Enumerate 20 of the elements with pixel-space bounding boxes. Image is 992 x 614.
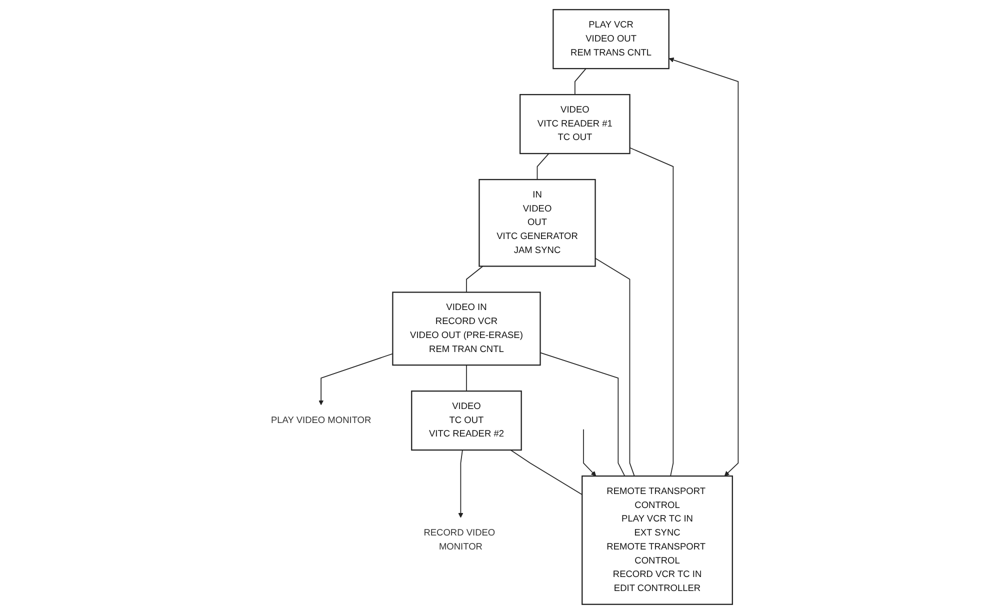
- node-box: PLAY VCR VIDEO OUT REM TRANS CNTL: [552, 9, 670, 70]
- connector: [510, 450, 583, 496]
- arrow: [458, 450, 464, 518]
- arrow: [318, 353, 394, 406]
- connector: [540, 352, 626, 476]
- connector: [629, 147, 674, 476]
- node-box: IN VIDEO OUT VITC GENERATOR JAM SYNC: [478, 178, 596, 267]
- connector: [466, 364, 467, 392]
- node-text: RECORD VIDEO MONITOR: [424, 528, 496, 552]
- node-text: PLAY VIDEO MONITOR: [271, 415, 372, 426]
- connector: [466, 266, 484, 293]
- connector: [594, 258, 635, 476]
- connector: [536, 153, 550, 180]
- node-box: VIDEO VITC READER #1 TC OUT: [520, 94, 630, 154]
- node-box: VIDEO TC OUT VITC READER #2: [411, 390, 522, 451]
- arrow: [668, 58, 739, 476]
- arrow: [583, 428, 596, 476]
- connector: [574, 68, 587, 96]
- node-box: REMOTE TRANSPORT CONTROL PLAY VCR TC IN EXT SYNC REMOTE TRANSPORT CONTROL RECORD VCR TC IN EDIT CONTROLLER: [582, 475, 734, 605]
- node-box: VIDEO IN RECORD VCR VIDEO OUT (PRE-ERASE) REM TRAN CNTL: [392, 292, 541, 366]
